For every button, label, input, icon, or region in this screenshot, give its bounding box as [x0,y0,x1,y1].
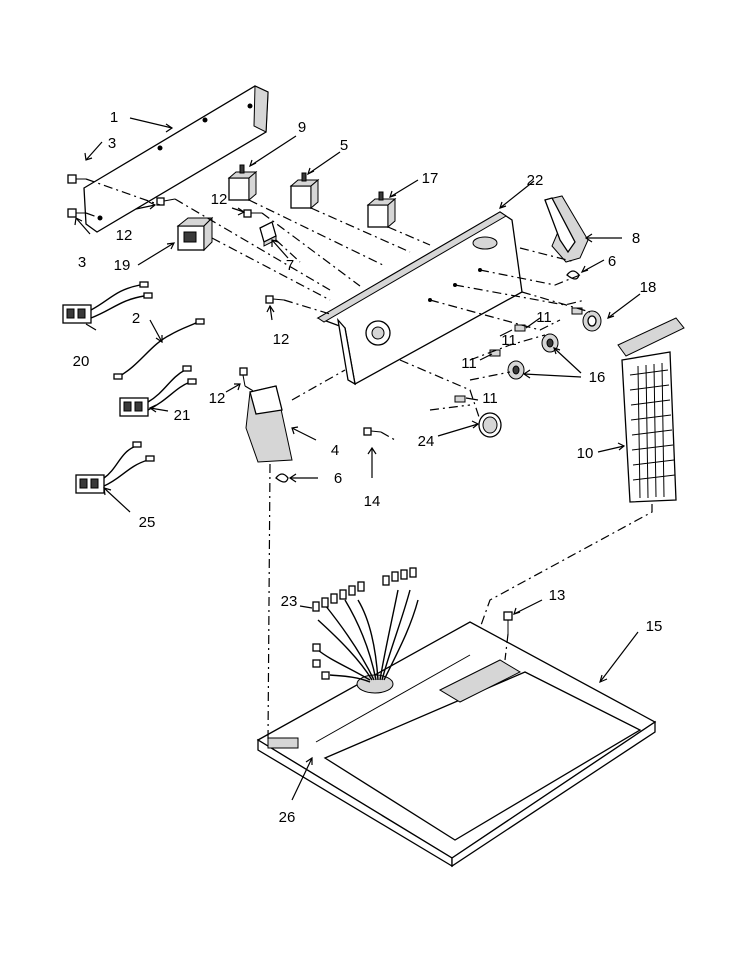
callout-15: 15 [646,618,663,635]
screw-12-a [156,197,176,206]
callout-12-left: 12 [116,227,133,244]
callout-11-b: 11 [501,332,517,349]
callout-5: 5 [340,137,348,154]
callout-2: 2 [132,310,140,327]
screw-13 [503,611,513,634]
part-25-wire-harness [75,441,155,494]
part-17-switch [366,191,397,229]
callout-18: 18 [640,279,657,296]
screw-14 [363,427,382,436]
callout-4: 4 [331,442,339,459]
callout-1: 1 [110,109,118,126]
callout-8: 8 [632,230,640,247]
callout-25: 25 [139,514,156,531]
callout-6-upper: 6 [608,253,616,270]
callout-19: 19 [114,257,131,274]
callout-13: 13 [549,587,566,604]
callout-12-top: 12 [211,191,228,208]
callout-22: 22 [527,172,544,189]
part-21-wire-harness [119,365,197,417]
part-8-console-end-bracket [544,195,589,263]
callout-11-a: 11 [536,309,552,326]
screw-12-c [265,295,285,304]
part-23-wire-bundle [312,567,419,683]
part-7-clip [259,221,277,247]
callout-26: 26 [279,809,296,826]
part-18-bezel [582,310,602,332]
screw-12-d [239,367,248,387]
part-20-wire-harness [62,281,153,324]
part-11-spring-d [454,395,466,403]
callout-10: 10 [577,445,594,462]
part-22-control-console [316,211,523,386]
callout-7: 7 [286,257,294,274]
lint-screen-mesh [629,362,676,499]
callout-17: 17 [422,170,439,187]
callout-23: 23 [281,593,298,610]
part-5-switch [289,172,320,210]
part-15-dryer-top [256,621,657,868]
screw-3-upper [67,174,86,184]
wire-terminals [312,567,417,680]
part-24-timer-knob [478,412,502,438]
part-1-console-rear-bracket [83,85,269,233]
callout-6-lower: 6 [334,470,342,487]
callout-12-mid: 12 [273,331,290,348]
callout-9: 9 [298,119,306,136]
assembly-lines [85,178,653,741]
callout-14: 14 [364,493,381,510]
part-2-wire [113,318,205,380]
part-16-knob-b [507,360,525,380]
callout-24: 24 [418,433,435,450]
part-11-spring-a [514,324,526,332]
part-9-switch [227,164,258,202]
screw-3-lower [67,208,86,218]
callout-12-lower: 12 [209,390,226,407]
callout-3-lower: 3 [78,254,86,271]
part-4-end-cap [245,385,293,463]
callout-11-c: 11 [461,355,477,372]
callout-21: 21 [174,407,191,424]
callout-20: 20 [73,353,90,370]
part-10-lint-screen [617,317,685,503]
callout-3-upper: 3 [108,135,116,152]
screw-12-b [243,209,262,218]
callout-labels: 1 3 12 3 19 9 5 17 12 7 22 8 6 18 2 12 2… [73,109,663,826]
callout-16: 16 [589,369,606,386]
leader-lines [74,117,641,801]
callout-11-d: 11 [482,390,498,407]
part-6-clip-lower [275,473,289,483]
part-19-timer [176,216,214,252]
